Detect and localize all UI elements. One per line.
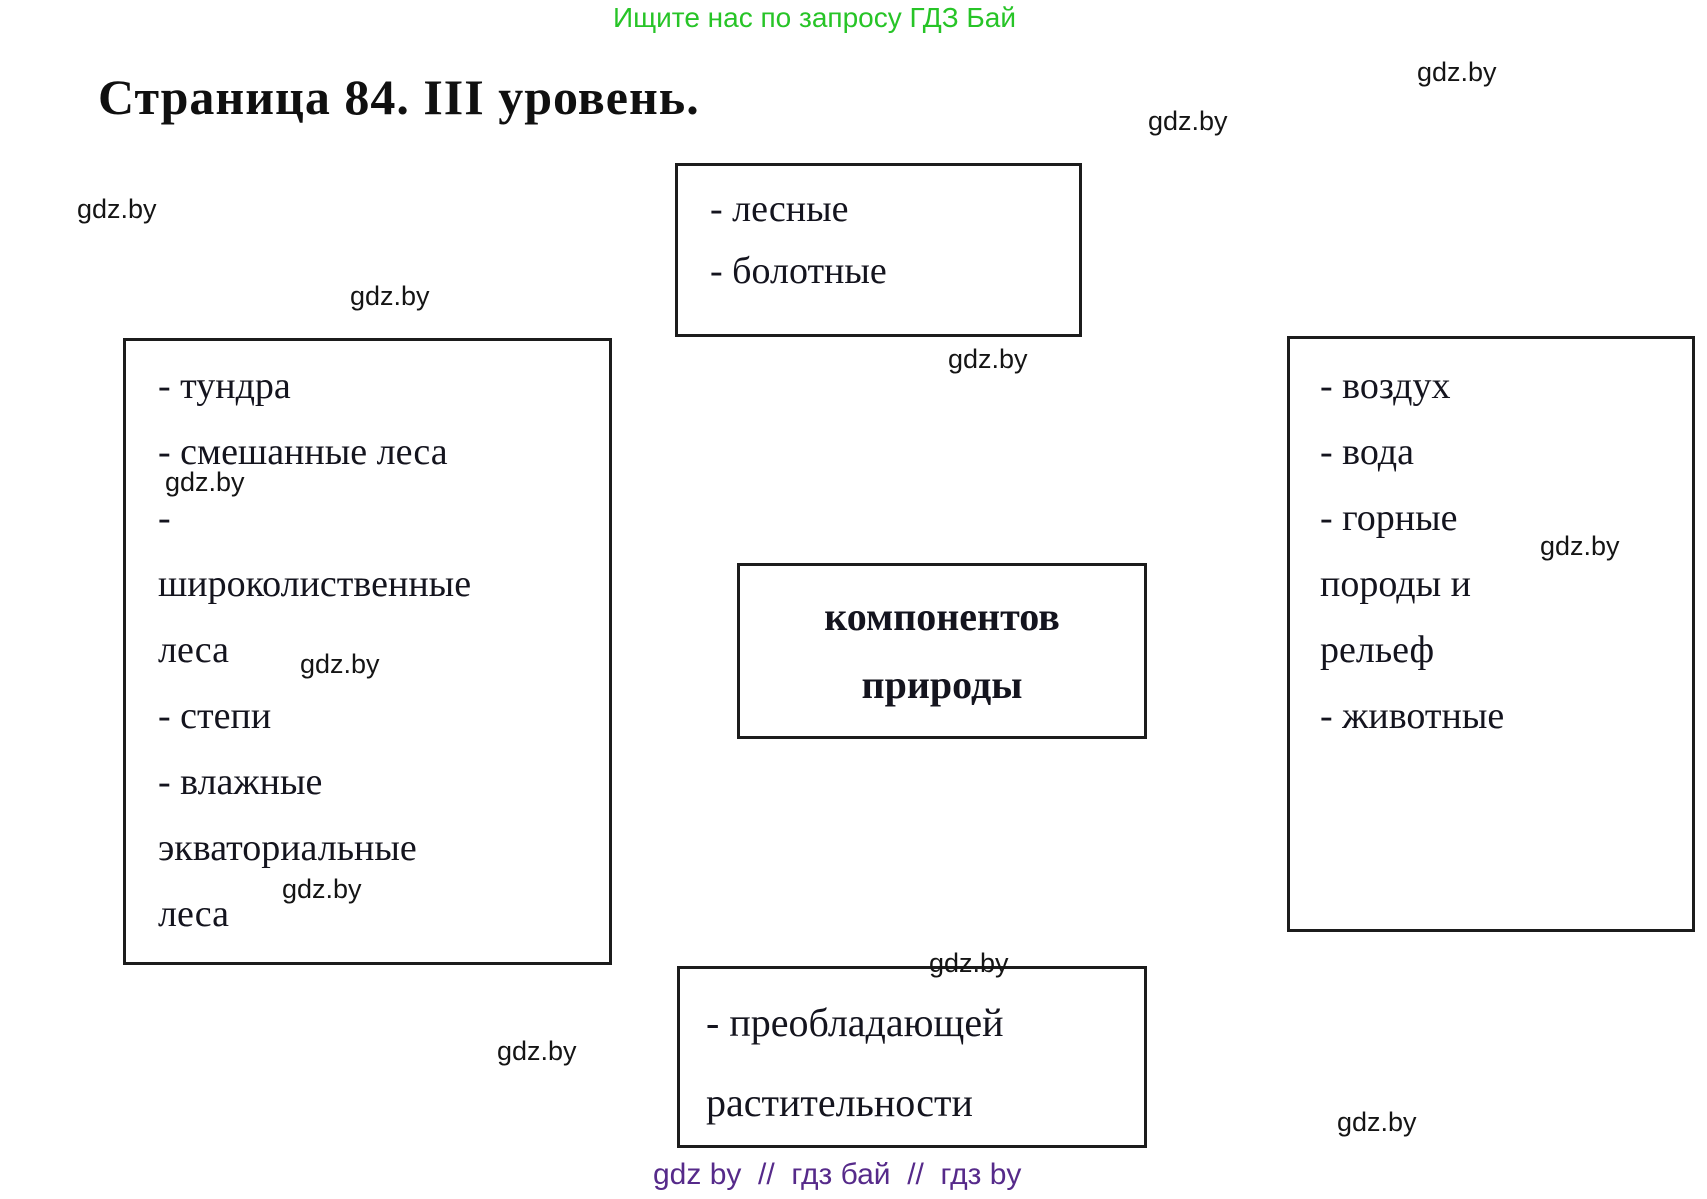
box-line: - влажные — [158, 761, 323, 803]
footer-site-text: gdz by // гдз бай // гдз by — [653, 1158, 1022, 1191]
watermark-gdzby: gdz.by — [282, 874, 362, 904]
box-line: - тундра — [158, 365, 291, 407]
watermark-gdzby: gdz.by — [350, 281, 430, 311]
box-line: - вода — [1320, 431, 1414, 473]
diagram-box-prevailing-vegetation: - преобладающей растительности — [677, 966, 1147, 1148]
watermark-gdzby: gdz.by — [77, 194, 157, 224]
box-line: - болотные — [710, 250, 887, 292]
watermark-gdzby: gdz.by — [497, 1036, 577, 1066]
box-line: растительности — [706, 1080, 973, 1125]
box-line: - степи — [158, 695, 272, 737]
diagram-box-nature-components-list: - воздух - вода - горные породы и рельеф… — [1287, 336, 1695, 932]
box-line: - смешанные леса — [158, 431, 448, 473]
watermark-gdzby: gdz.by — [300, 649, 380, 679]
box-line: - животные — [1320, 695, 1505, 737]
box-line: экваториальные — [158, 827, 417, 869]
watermark-gdzby: gdz.by — [1417, 57, 1497, 87]
watermark-gdzby: gdz.by — [948, 344, 1028, 374]
box-line: - — [158, 497, 171, 539]
box-line: - преобладающей — [706, 1000, 1004, 1045]
watermark-gdzby: gdz.by — [1540, 531, 1620, 561]
watermark-gdzby: gdz.by — [165, 467, 245, 497]
box-line: - воздух — [1320, 365, 1451, 407]
watermark-gdzby: gdz.by — [1337, 1107, 1417, 1137]
box-line: природы — [861, 662, 1023, 707]
box-line: компонентов — [824, 594, 1060, 639]
diagram-box-forest-swamp: - лесные - болотные — [675, 163, 1082, 337]
diagram-box-components-of-nature: компонентов природы — [737, 563, 1147, 739]
promo-banner-text: Ищите нас по запросу ГДЗ Бай — [613, 2, 1017, 33]
box-line: леса — [158, 893, 229, 935]
box-line: широколиственные — [158, 563, 472, 605]
watermark-gdzby: gdz.by — [1148, 106, 1228, 136]
diagram-box-natural-zones: - тундра - смешанные леса - широколистве… — [123, 338, 612, 965]
box-line: породы и — [1320, 563, 1471, 605]
page-title: Страница 84. III уровень. — [98, 69, 700, 125]
box-line: рельеф — [1320, 629, 1435, 671]
watermark-gdzby: gdz.by — [929, 948, 1009, 978]
box-line: - лесные — [710, 188, 849, 230]
box-line: леса — [158, 629, 229, 671]
box-line: - горные — [1320, 497, 1458, 539]
